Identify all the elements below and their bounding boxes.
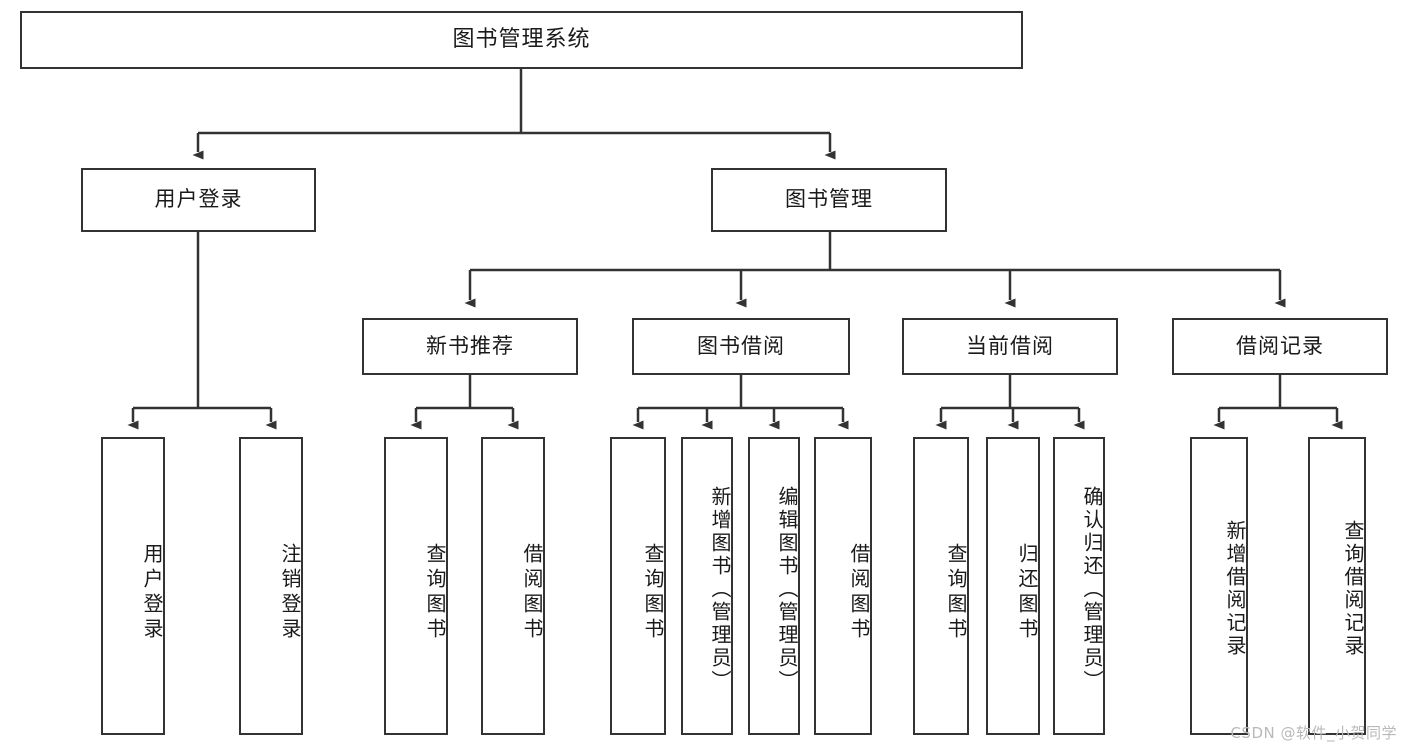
- node-user-login[interactable]: 用户登录: [81, 168, 316, 232]
- leaf-query-borrow-record[interactable]: 查询借阅记录: [1308, 437, 1366, 735]
- node-new-book-recommend[interactable]: 新书推荐: [362, 318, 578, 375]
- node-root[interactable]: 图书管理系统: [20, 11, 1023, 69]
- node-current-borrow[interactable]: 当前借阅: [902, 318, 1118, 375]
- leaf-add-book-admin[interactable]: 新增图书（管理员）: [681, 437, 733, 735]
- leaf-query-book-borrow[interactable]: 查询图书: [610, 437, 666, 735]
- leaf-edit-book-admin[interactable]: 编辑图书（管理员）: [748, 437, 800, 735]
- leaf-return-book[interactable]: 归还图书: [986, 437, 1040, 735]
- leaf-query-book-current[interactable]: 查询图书: [913, 437, 969, 735]
- node-book-borrow[interactable]: 图书借阅: [632, 318, 850, 375]
- watermark: CSDN @软件_小贺同学: [1230, 724, 1397, 742]
- leaf-logout-login[interactable]: 注销登录: [239, 437, 303, 735]
- node-book-management[interactable]: 图书管理: [711, 168, 947, 232]
- leaf-borrow-book[interactable]: 借阅图书: [814, 437, 872, 735]
- leaf-confirm-return-admin[interactable]: 确认归还（管理员）: [1053, 437, 1105, 735]
- leaf-borrow-book-recommend[interactable]: 借阅图书: [481, 437, 545, 735]
- leaf-query-book-recommend[interactable]: 查询图书: [384, 437, 448, 735]
- leaf-add-borrow-record[interactable]: 新增借阅记录: [1190, 437, 1248, 735]
- node-borrow-record[interactable]: 借阅记录: [1172, 318, 1388, 375]
- leaf-user-login[interactable]: 用户登录: [101, 437, 165, 735]
